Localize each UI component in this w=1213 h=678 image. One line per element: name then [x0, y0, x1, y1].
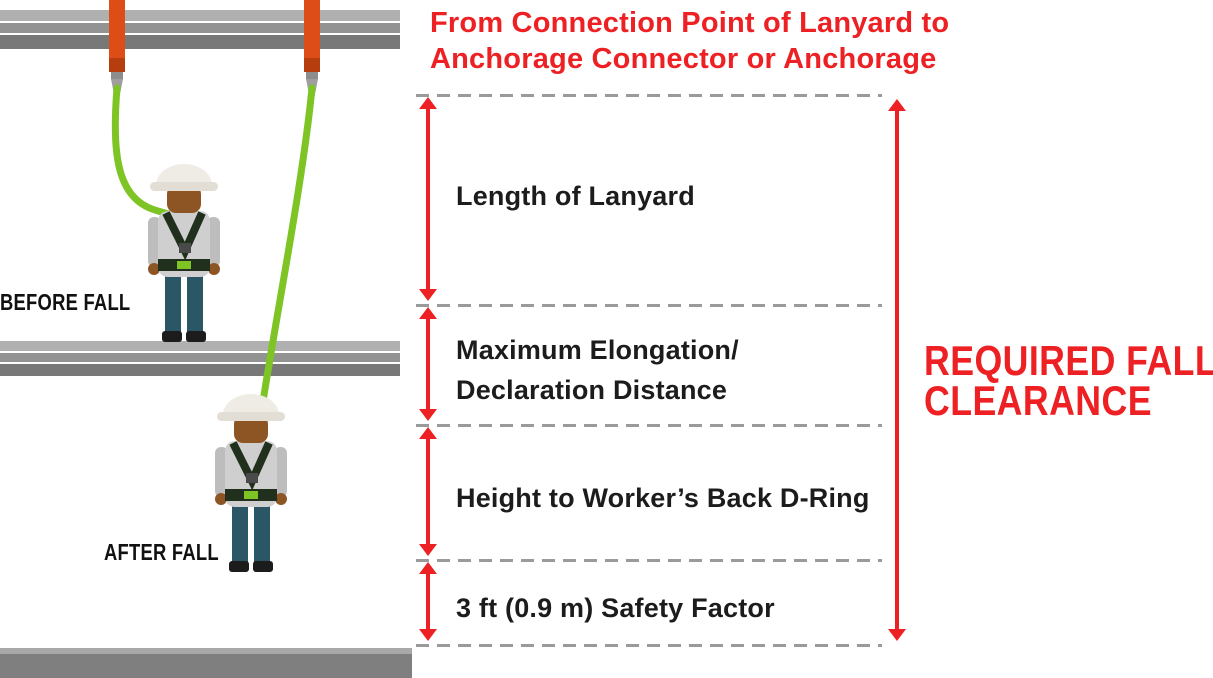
worker-before-fall — [148, 164, 220, 342]
length-of-lanyard-arrow-icon — [426, 108, 430, 290]
segment-label-dring-height: Height to Worker’s Back D-Ring — [456, 483, 870, 513]
required-fall-clearance-arrow-icon — [895, 110, 899, 630]
diagram-title-line1: From Connection Point of Lanyard to — [430, 7, 950, 39]
before-fall-label: BEFORE FALL — [0, 289, 131, 315]
top-beam — [0, 10, 400, 49]
worker-after-fall — [215, 394, 287, 572]
anchor-strap-left — [109, 0, 125, 99]
after-fall-label: AFTER FALL — [104, 539, 219, 565]
dashed-divider-1 — [416, 94, 882, 97]
dashed-divider-3 — [416, 424, 882, 427]
diagram-title: From Connection Point of Lanyard to Anch… — [430, 5, 949, 77]
dashed-divider-4 — [416, 559, 882, 562]
segment-label-max-elongation: Maximum Elongation/ Declaration Distance — [456, 335, 739, 405]
safety-factor-arrow-icon — [426, 573, 430, 630]
diagram-title-line2: Anchorage Connector or Anchorage — [430, 43, 937, 75]
segment-label-length-of-lanyard: Length of Lanyard — [456, 181, 695, 211]
dashed-divider-2 — [416, 304, 882, 307]
fall-illustration — [0, 0, 412, 678]
anchor-strap-right — [304, 0, 320, 99]
elongation-distance-arrow-icon — [426, 318, 430, 410]
segment-label-safety-factor: 3 ft (0.9 m) Safety Factor — [456, 593, 775, 623]
bottom-beam — [0, 648, 412, 678]
lanyard-after-fall — [254, 84, 316, 438]
middle-beam — [0, 341, 400, 376]
required-fall-clearance-label: REQUIRED FALL CLEARANCE — [924, 337, 1213, 424]
dashed-divider-5 — [416, 644, 882, 647]
dring-height-arrow-icon — [426, 438, 430, 545]
